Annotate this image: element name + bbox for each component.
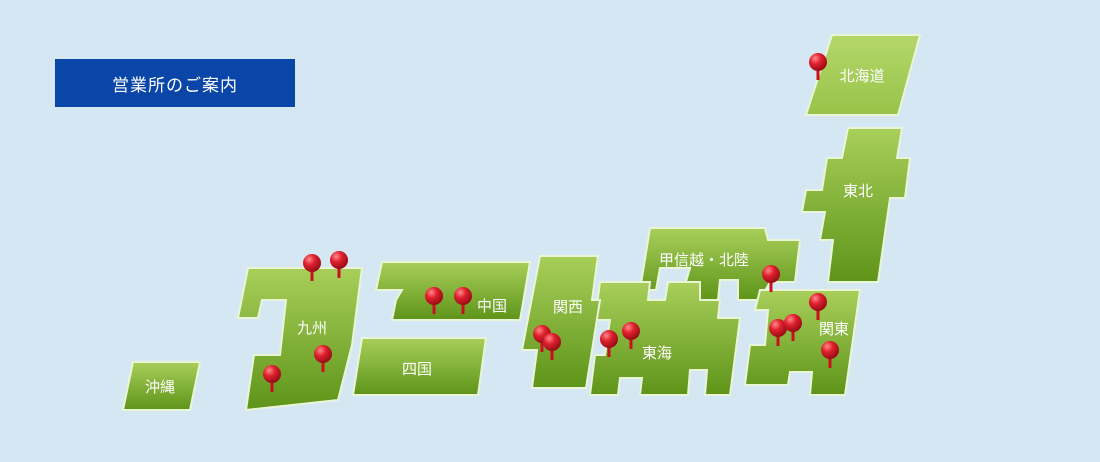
map-pin-icon[interactable] — [784, 314, 802, 341]
region-label-tohoku: 東北 — [843, 182, 873, 200]
map-pin-icon[interactable] — [769, 319, 787, 346]
map-pin-icon[interactable] — [622, 322, 640, 349]
map-pin-icon[interactable] — [809, 53, 827, 80]
map-pin-icon[interactable] — [314, 345, 332, 372]
map-pin-icon[interactable] — [543, 333, 561, 360]
region-label-kyushu: 九州 — [297, 319, 327, 337]
region-label-tokai: 東海 — [642, 344, 672, 362]
region-kanto[interactable]: 関東 — [743, 289, 862, 396]
region-shikoku[interactable]: 四国 — [351, 337, 488, 396]
map-pin-icon[interactable] — [600, 330, 618, 357]
region-label-hokkaido: 北海道 — [839, 67, 884, 85]
map-pin-icon[interactable] — [454, 287, 472, 314]
map-pin-icon[interactable] — [762, 265, 780, 292]
office-pins — [263, 53, 839, 392]
page-title-text: 営業所のご案内 — [112, 75, 238, 96]
map-pin-icon[interactable] — [425, 287, 443, 314]
page-title: 営業所のご案内 — [55, 59, 295, 107]
map-pin-icon[interactable] — [263, 365, 281, 392]
map-pin-icon[interactable] — [303, 254, 321, 281]
region-koshinetsu-hokuriku[interactable]: 甲信越・北陸 — [638, 227, 802, 301]
map-pin-icon[interactable] — [809, 293, 827, 320]
region-hokkaido[interactable]: 北海道 — [804, 34, 922, 116]
region-okinawa[interactable]: 沖縄 — [121, 361, 202, 411]
region-label-kanto: 関東 — [819, 320, 849, 338]
region-label-shikoku: 四国 — [402, 360, 432, 378]
region-chugoku[interactable]: 中国 — [374, 261, 532, 321]
map-pin-icon[interactable] — [330, 251, 348, 278]
region-tohoku[interactable]: 東北 — [800, 127, 912, 283]
region-label-chugoku: 中国 — [477, 297, 507, 315]
region-label-kansai: 関西 — [553, 298, 583, 316]
region-kansai[interactable]: 関西 — [520, 255, 602, 389]
region-label-okinawa: 沖縄 — [145, 378, 175, 396]
region-label-koshinetsu-hokuriku: 甲信越・北陸 — [659, 251, 749, 269]
map-pin-icon[interactable] — [821, 341, 839, 368]
region-kyushu[interactable]: 九州 — [236, 267, 364, 412]
region-tokai[interactable]: 東海 — [588, 281, 742, 396]
